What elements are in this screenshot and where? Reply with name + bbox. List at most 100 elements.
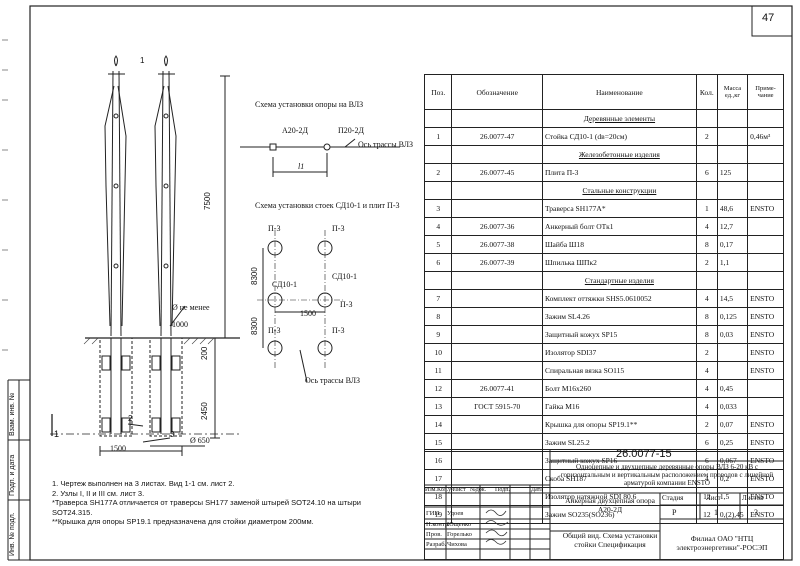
cell-mass	[716, 343, 749, 362]
tb-col-sheet: Лист	[453, 487, 466, 493]
cell-pos: 4	[423, 217, 453, 236]
cell-pos: 14	[423, 415, 453, 434]
cell-name: Защитный кожух SP15	[541, 325, 697, 344]
cell-name: Анкерный болт ОТк1	[541, 217, 697, 236]
dim-650: Ø 650	[190, 436, 210, 445]
cell-note: ENSTO	[747, 307, 784, 326]
cell-note	[747, 253, 784, 272]
col-header-note: Приме-чание	[747, 74, 784, 110]
cell-mass: 125	[716, 163, 749, 182]
cell-note	[747, 397, 784, 416]
cell-qty: 4	[695, 397, 718, 416]
sheets-value: 3	[754, 508, 758, 517]
support-name: Анкерная двухцепная опора А20-2Д	[565, 496, 655, 514]
cell-mass: 0,125	[716, 307, 749, 326]
name-razrab: Чихова	[447, 541, 467, 548]
cell-pos: 15	[423, 433, 453, 452]
cell-qty: 6	[695, 163, 718, 182]
cell-name: Гайка М16	[541, 397, 697, 416]
stamp-inv-orig: Инв. № подл.	[9, 512, 16, 556]
span-label: l1	[298, 162, 305, 171]
cell-qty: 4	[695, 361, 718, 380]
col-header-designation: Обозначение	[451, 74, 543, 110]
axis-label-1: Ось трассы ВЛЗ	[358, 140, 414, 149]
cell-pos: 8	[423, 307, 453, 326]
title-block-lines	[424, 449, 784, 560]
doc-title: Общий вид. Схема установки стойки Специф…	[562, 531, 658, 549]
cell-designation	[451, 289, 543, 308]
stage-value: Р	[672, 508, 677, 517]
name-gip: Удоев	[447, 510, 464, 517]
note-line: *Траверса SH177A отличается от траверсы …	[52, 498, 361, 507]
cell-qty: 4	[695, 289, 718, 308]
sheet-number: 47	[762, 12, 775, 24]
cell-pos: 12	[423, 379, 453, 398]
cell-qty: 4	[695, 217, 718, 236]
cell-designation: 26.0077-36	[451, 217, 543, 236]
role-gip: ГИП	[426, 510, 440, 517]
cell-designation	[451, 415, 543, 434]
cell-name: Шпилька ШПк2	[541, 253, 697, 272]
role-razrab: Разраб.	[426, 541, 447, 548]
pole-elevation	[50, 55, 240, 456]
cell-name: Изолятор SDI37	[541, 343, 697, 362]
note-line: SOT24.315.	[52, 507, 93, 517]
cell-qty: 1	[695, 199, 718, 218]
cell-name: Болт М16х260	[541, 379, 697, 398]
cell-name: Траверса SH177A*	[541, 199, 697, 218]
cell-qty: 8	[695, 235, 718, 254]
cell-designation	[451, 325, 543, 344]
cell-note: ENSTO	[747, 325, 784, 344]
cell-designation: 26.0077-39	[451, 253, 543, 272]
cell-mass: 0,03	[716, 325, 749, 344]
cell-designation	[451, 361, 543, 380]
cell-qty: 4	[695, 379, 718, 398]
scheme1-title: Схема установки опоры на ВЛЗ	[255, 100, 364, 109]
role-prov: Пров.	[426, 531, 442, 538]
cell-qty: 8	[695, 325, 718, 344]
signature-marks	[485, 509, 509, 545]
pole-label-left: СД10-1	[272, 280, 298, 289]
cell-designation	[451, 307, 543, 326]
plate-label-mr: П-3	[340, 300, 353, 309]
plate-label-tl: П-3	[268, 224, 281, 233]
cell-qty: 2	[695, 253, 718, 272]
cell-note: 0,46м³	[747, 127, 784, 146]
dim-8300-b: 8300	[250, 317, 259, 335]
cell-designation	[451, 199, 543, 218]
cell-pos: 7	[423, 289, 453, 308]
cell-name: Крышка для опоры SP19.1**	[541, 415, 697, 434]
scheme2-plan	[257, 230, 343, 383]
scheme2-title: Схема установки стоек СД10-1 и плит П-3	[255, 201, 400, 210]
dim-7500: 7500	[203, 192, 212, 210]
dim-1000: 1000	[172, 320, 188, 329]
cell-name: Спиральная вязка SO115	[541, 361, 697, 380]
cell-note	[747, 379, 784, 398]
cell-designation: ГОСТ 5915-70	[451, 397, 543, 416]
sheet-label: Лист	[706, 494, 721, 502]
cell-mass: 12,7	[716, 217, 749, 236]
cell-note	[747, 163, 784, 182]
col-header-pos: Поз.	[423, 74, 453, 110]
role-nkontr: Н.контр.	[426, 521, 450, 528]
section-row: Стандартные изделия	[423, 271, 784, 290]
cell-mass: 48,6	[716, 199, 749, 218]
sheets-label: Листов	[742, 494, 764, 502]
section-row: Железобетонные изделия	[423, 145, 784, 164]
cell-pos: 11	[423, 361, 453, 380]
organization: Филиал ОАО "НТЦ электроэнергетики"-РОСЭП	[676, 534, 768, 552]
tb-col-change: Изм.	[425, 487, 437, 493]
name-nkontr: Ющенко	[447, 521, 472, 528]
cell-qty: 2	[695, 127, 718, 146]
pole-label-right: СД10-1	[332, 272, 358, 281]
scheme1-plan	[240, 138, 400, 177]
dim-8300-a: 8300	[250, 267, 259, 285]
plate-label-tr: П-3	[332, 224, 345, 233]
